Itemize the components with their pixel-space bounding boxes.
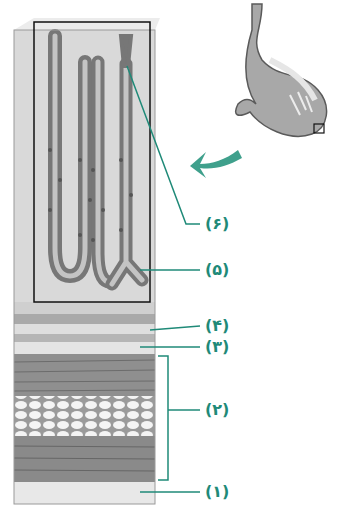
callout-number: (۶) — [205, 216, 229, 232]
gland-cells — [48, 148, 133, 242]
zoom-arrow — [190, 150, 242, 178]
callout-number: (۱) — [205, 484, 229, 500]
oblique-muscle — [14, 396, 155, 436]
muscle-layer — [14, 436, 155, 482]
callout-number: (۴) — [205, 318, 229, 334]
band — [14, 302, 155, 314]
block-top — [14, 18, 160, 30]
serosa — [14, 482, 155, 504]
mucosa — [14, 30, 155, 302]
muscle-fibres — [14, 360, 155, 391]
callout-number: (۵) — [205, 262, 229, 278]
muscle-layer — [14, 354, 155, 396]
muscle-fibres — [14, 446, 155, 471]
leader-lines — [127, 66, 200, 492]
detail-frame — [34, 22, 150, 302]
callout-number: (۲) — [205, 402, 229, 418]
block-outline — [14, 30, 155, 504]
band — [14, 314, 155, 324]
callout-number: (۳) — [205, 339, 229, 355]
band — [14, 334, 155, 342]
band — [14, 342, 155, 354]
band — [14, 324, 155, 334]
stomach-icon — [236, 4, 327, 136]
